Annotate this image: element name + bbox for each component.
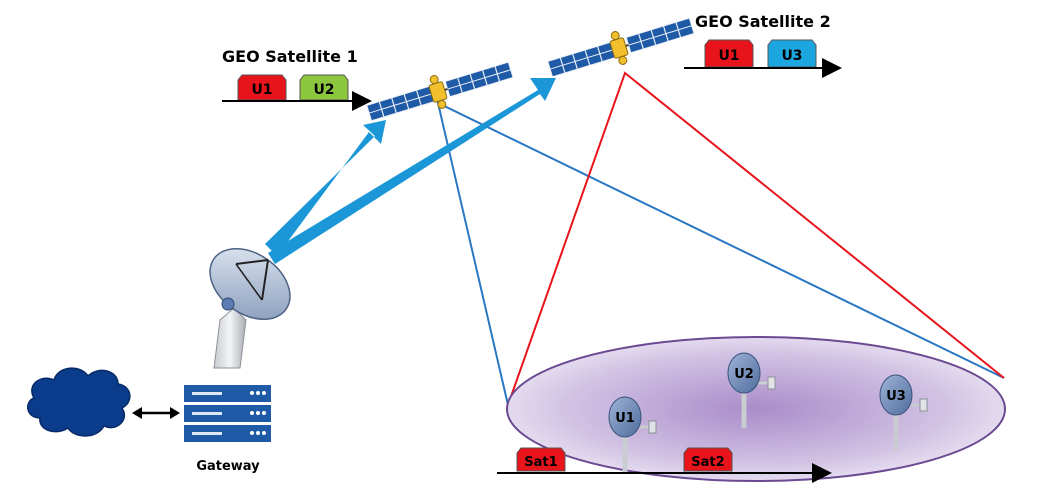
ground-station-dish-icon xyxy=(209,248,291,369)
coverage-slot-1-label: Sat1 xyxy=(524,455,557,470)
coverage-slot-1-shape xyxy=(516,447,566,472)
coverage-slot-2-label: Sat2 xyxy=(691,455,724,470)
satellite-2-icon xyxy=(545,10,696,86)
sat2-timeline: U1 U3 xyxy=(684,39,842,78)
uplink-arrows xyxy=(265,78,556,264)
satellite-2-title: GEO Satellite 2 xyxy=(695,12,831,31)
sat2-slot-1-label: U1 xyxy=(718,48,739,64)
sat1-timeline: U1 U2 xyxy=(222,74,372,111)
user-terminal-u1-label: U1 xyxy=(615,411,635,426)
internet-cloud-icon xyxy=(27,367,131,437)
uplink-arrow-sat2 xyxy=(268,78,556,264)
user-terminal-u2-label: U2 xyxy=(734,367,754,382)
gateway-label: Gateway xyxy=(196,459,260,474)
coverage-timeline: Sat1 Sat2 xyxy=(497,447,832,483)
user-terminal-u1: U1 xyxy=(609,397,656,472)
sat1-slot-1-label: U1 xyxy=(251,82,272,98)
user-terminal-u3: U3 xyxy=(880,375,927,450)
uplink-arrow-sat1 xyxy=(265,120,386,256)
user-terminal-u2: U2 xyxy=(728,353,775,428)
satellite-1-title: GEO Satellite 1 xyxy=(222,47,358,66)
coverage-slot-2-shape xyxy=(683,447,733,472)
beam-sat2 xyxy=(507,71,1005,406)
cloud-gateway-link xyxy=(132,407,180,419)
coverage-area xyxy=(506,336,1006,482)
sat2-slot-2-label: U3 xyxy=(781,48,802,64)
gateway-server-icon xyxy=(184,385,271,442)
user-terminal-u3-label: U3 xyxy=(886,389,906,404)
sat1-slot-2-label: U2 xyxy=(313,82,334,98)
